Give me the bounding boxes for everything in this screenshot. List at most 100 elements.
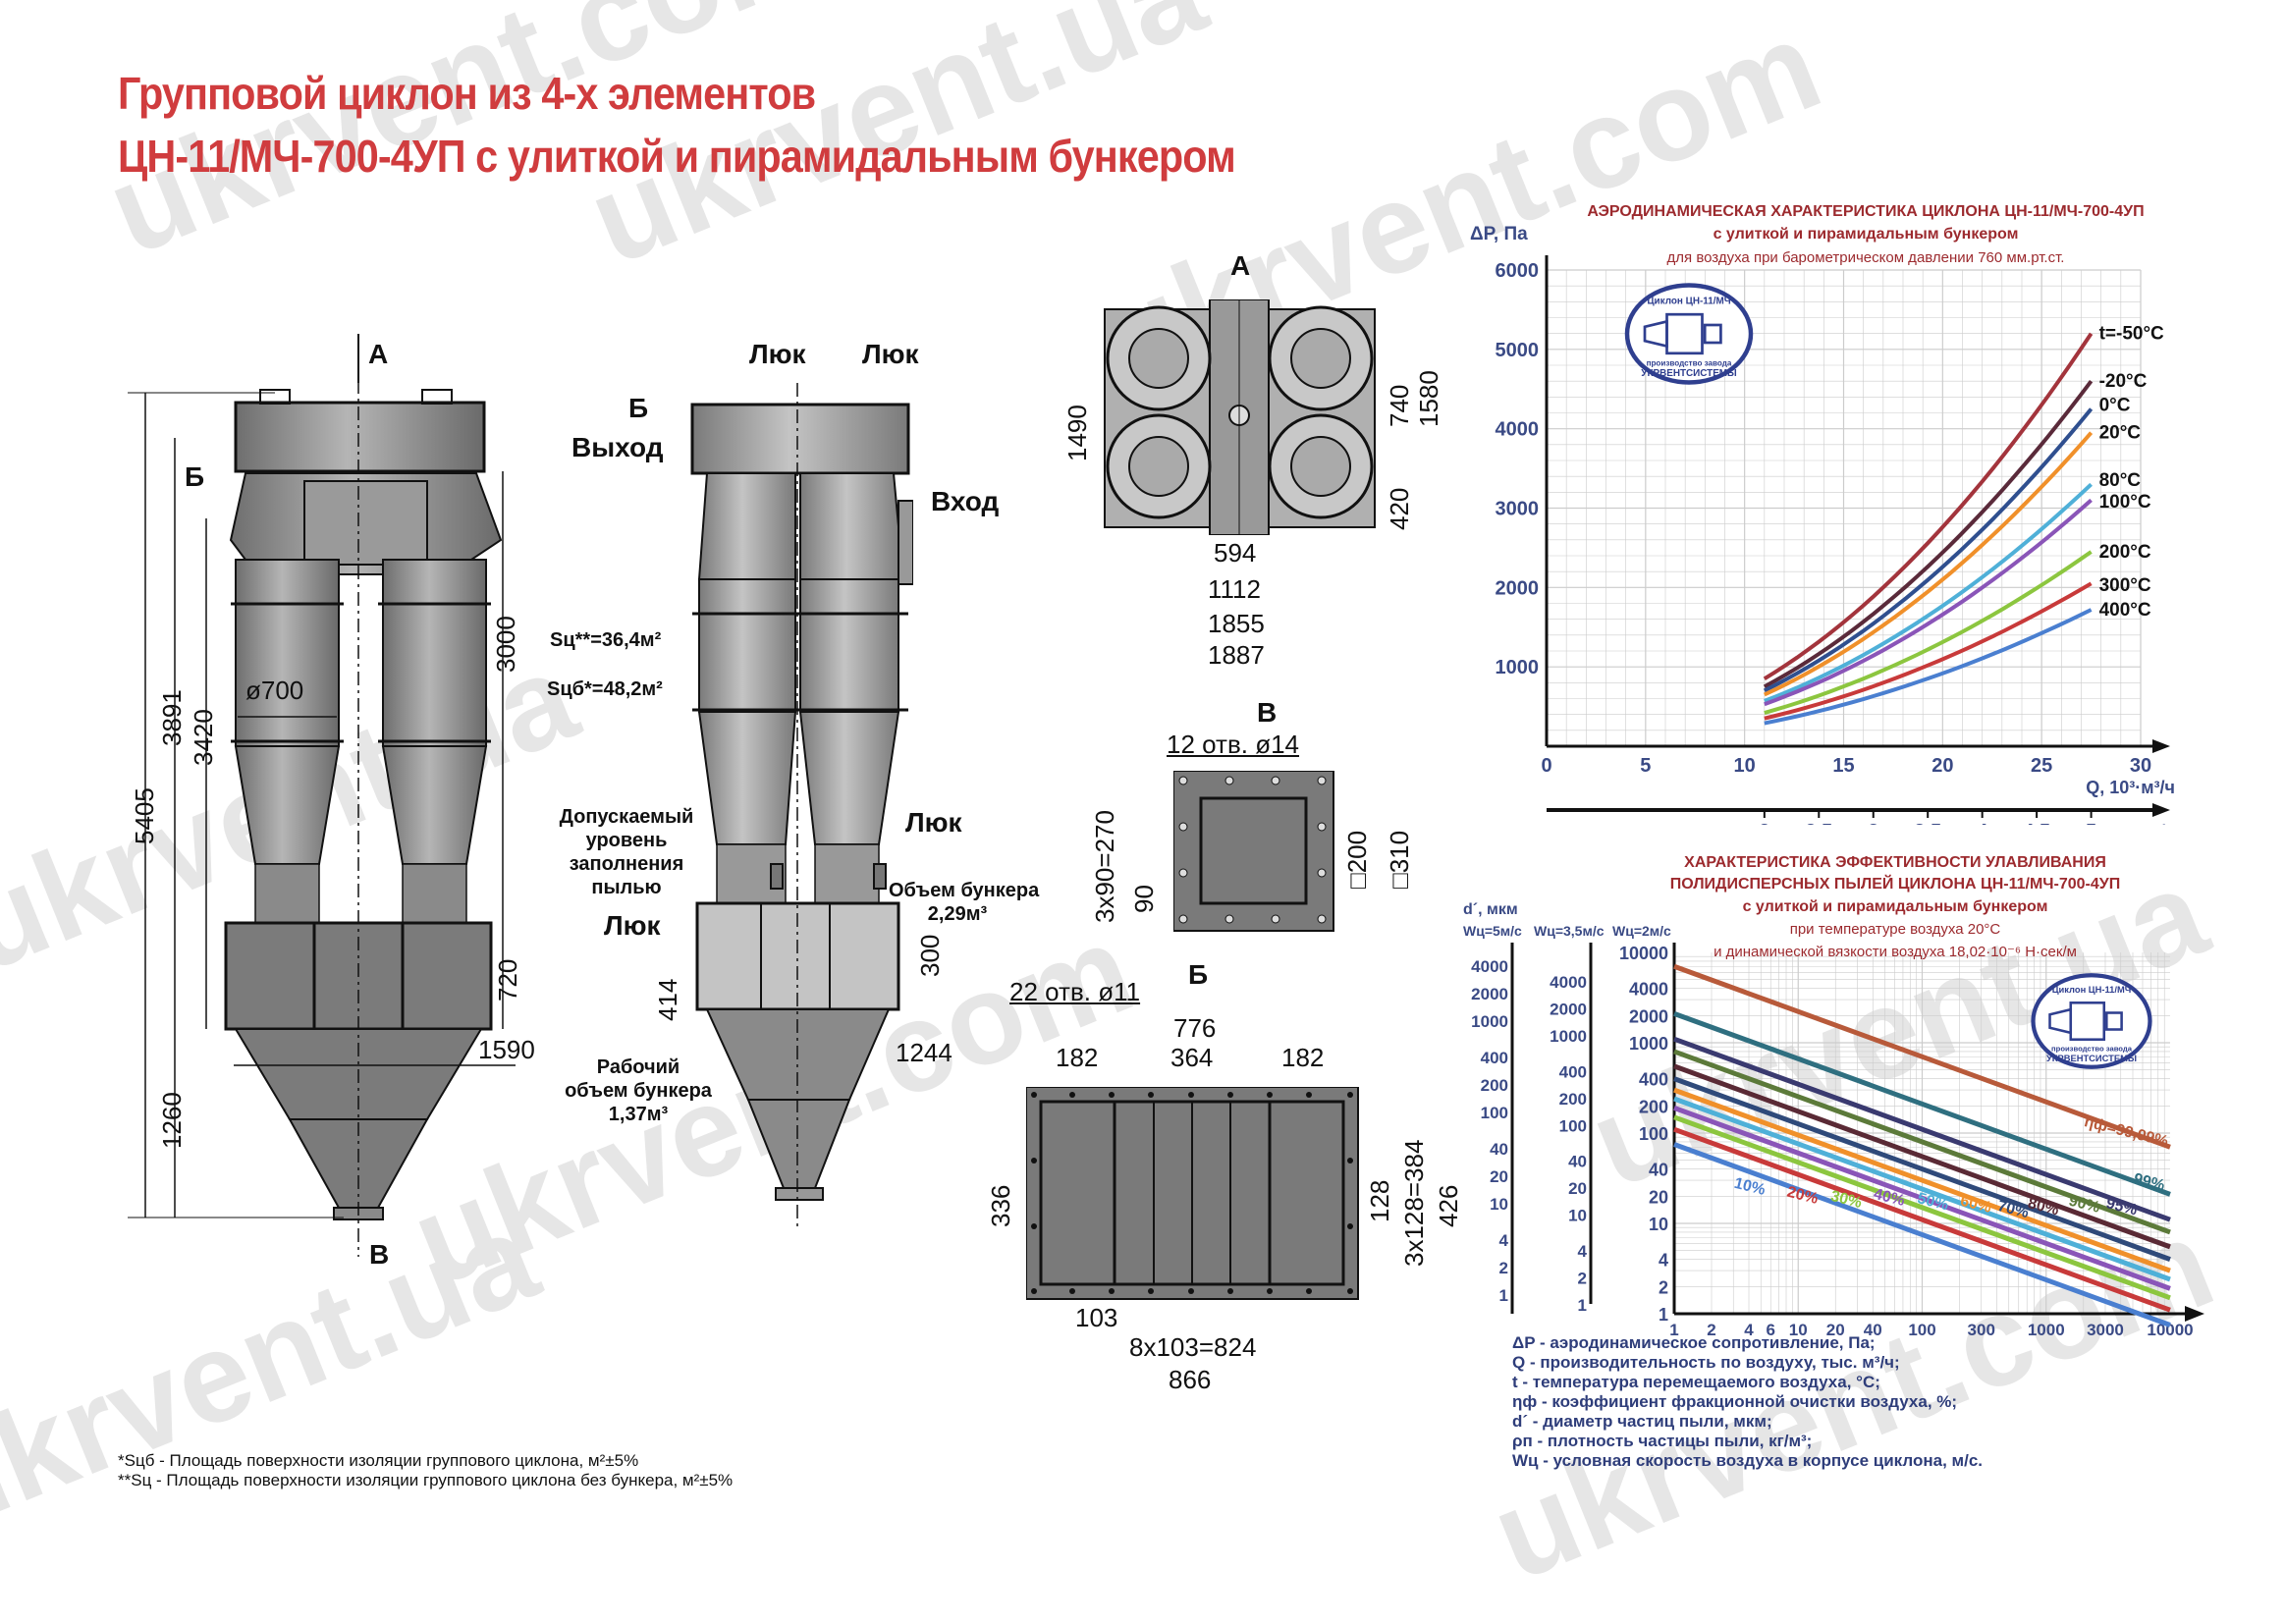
svg-text:0°C: 0°C — [2099, 395, 2131, 415]
svg-text:4000: 4000 — [1496, 419, 1540, 441]
view-v-title: В — [1257, 697, 1278, 728]
aero-curve — [1763, 332, 2094, 680]
svg-text:2: 2 — [1659, 1277, 1668, 1297]
hatch-label-3: Люк — [905, 807, 962, 838]
svg-text:95%: 95% — [2104, 1195, 2139, 1218]
dim-594: 594 — [1214, 538, 1257, 568]
svg-text:5: 5 — [1640, 755, 1651, 777]
dim-740: 740 — [1385, 384, 1414, 427]
svg-text:2000: 2000 — [1629, 1006, 1668, 1026]
efficiency-line — [1673, 1096, 2171, 1282]
dim-1855: 1855 — [1208, 609, 1265, 638]
dim-300: 300 — [915, 934, 945, 977]
view-a-drawing — [1104, 299, 1376, 535]
efficiency-line — [1673, 1126, 2171, 1313]
svg-text:30%: 30% — [1829, 1188, 1864, 1212]
svg-text:10: 10 — [1789, 1321, 1808, 1335]
dust-level-note: Допускаемый уровень заполнения пылью — [548, 805, 705, 899]
dim-90: 90 — [1129, 885, 1159, 913]
svg-text:производство завода: производство завода — [2051, 1045, 2133, 1054]
svg-text:1: 1 — [1578, 1296, 1587, 1315]
svg-text:2: 2 — [1578, 1270, 1587, 1288]
svg-text:t=-50°C: t=-50°C — [2099, 324, 2164, 345]
legend-line: Wц - условная скорость воздуха в корпусе… — [1512, 1451, 1983, 1470]
svg-text:ηф=99,99%: ηф=99,99% — [2083, 1113, 2170, 1151]
footnote: *Sцб - Площадь поверхности изоляции груп… — [118, 1451, 639, 1470]
svg-text:10000: 10000 — [2147, 1321, 2193, 1335]
svg-text:1: 1 — [1669, 1321, 1678, 1335]
svg-text:1000: 1000 — [1629, 1034, 1668, 1054]
aero-chart-subtitle2: для воздуха при барометрическом давлении… — [1666, 249, 2065, 266]
svg-text:100: 100 — [1481, 1104, 1508, 1122]
eff-chart-title: ХАРАКТЕРИСТИКА ЭФФЕКТИВНОСТИ УЛАВЛИВАНИЯ — [1684, 854, 2106, 871]
svg-text:20: 20 — [1931, 755, 1953, 777]
hopper-volume-line: 2,29м³ — [927, 903, 988, 925]
view-v-marker: В — [369, 1239, 390, 1270]
view-b-title: Б — [1188, 959, 1209, 990]
aero-curve — [1763, 407, 2094, 693]
svg-text:4: 4 — [1499, 1231, 1509, 1250]
legend-line: t - температура перемещаемого воздуха, °… — [1512, 1373, 1880, 1391]
svg-text:1000: 1000 — [1496, 657, 1540, 678]
footnotes: *Sцб - Площадь поверхности изоляции груп… — [118, 1451, 733, 1490]
aero-chart-ylabel: ΔP, Па — [1470, 224, 1528, 244]
footnote: **Sц - Площадь поверхности изоляции груп… — [118, 1471, 734, 1489]
svg-text:15: 15 — [1832, 755, 1854, 777]
svg-text:25: 25 — [2031, 755, 2052, 777]
svg-text:10: 10 — [1490, 1195, 1508, 1214]
svg-text:5: 5 — [2086, 821, 2096, 825]
dim-3000: 3000 — [491, 616, 520, 673]
svg-text:10000: 10000 — [1619, 944, 1668, 963]
eff-chart-subtitle2: при температуре воздуха 20°C — [1789, 921, 2001, 938]
svg-text:200: 200 — [1481, 1076, 1508, 1095]
svg-text:1: 1 — [1499, 1286, 1508, 1305]
svg-text:-20°C: -20°C — [2099, 371, 2148, 392]
hatch-label-2: Люк — [862, 339, 919, 369]
dim-1112: 1112 — [1208, 574, 1261, 604]
eff-chart-ylabel: d´, мкм — [1463, 901, 1518, 918]
svg-text:40: 40 — [1649, 1161, 1668, 1180]
eff-axis-label-2: Wц=2м/с — [1612, 923, 1671, 939]
svg-text:4: 4 — [1977, 821, 1988, 825]
svg-text:99%: 99% — [2132, 1170, 2166, 1194]
dim-3x90: 3х90=270 — [1090, 810, 1119, 923]
svg-text:Циклон ЦН-11/МЧ: Циклон ЦН-11/МЧ — [2052, 985, 2132, 995]
dim-1490: 1490 — [1062, 405, 1092, 461]
svg-text:20: 20 — [1568, 1179, 1587, 1198]
svg-text:200: 200 — [1559, 1090, 1587, 1109]
svg-text:4000: 4000 — [1471, 957, 1508, 976]
legend-line: d´ - диаметр частиц пыли, мкм; — [1512, 1412, 1772, 1431]
efficiency-line — [1673, 1087, 2171, 1273]
dim-1887: 1887 — [1208, 640, 1265, 670]
view-v-holes: 12 отв. ø14 — [1167, 730, 1300, 759]
working-volume-line: Рабочий — [596, 1056, 680, 1078]
working-volume-line: 1,37м³ — [608, 1104, 669, 1125]
view-v-drawing — [1173, 771, 1334, 932]
svg-text:40: 40 — [1864, 1321, 1882, 1335]
svg-text:2000: 2000 — [1496, 577, 1540, 599]
aero-curve — [1764, 482, 2093, 703]
efficiency-line — [1673, 1076, 2171, 1262]
hopper-volume-line: Объем бункера — [889, 880, 1040, 901]
eff-chart-subtitle3: и динамической вязкости воздуха 18,02·10… — [1714, 944, 2077, 960]
dim-776: 776 — [1173, 1013, 1217, 1043]
view-b-marker: Б — [185, 461, 205, 492]
dim-diameter: ø700 — [245, 676, 304, 705]
aero-chart-title: АЭРОДИНАМИЧЕСКАЯ ХАРАКТЕРИСТИКА ЦИКЛОНА … — [1587, 203, 2145, 220]
view-b-drawing — [1026, 1087, 1359, 1300]
svg-text:400: 400 — [1639, 1070, 1668, 1090]
aero-curve — [1764, 498, 2093, 707]
view-a-title: А — [1230, 250, 1251, 281]
svg-text:Wц, м/с: Wц, м/с — [2110, 822, 2175, 825]
svg-text:100: 100 — [1908, 1321, 1935, 1335]
svg-text:5000: 5000 — [1496, 340, 1540, 361]
hopper-volume-note: Объем бункера 2,29м³ — [889, 879, 1040, 926]
dim-103: 103 — [1075, 1303, 1118, 1332]
legend-line: ΔP - аэродинамическое сопротивление, Па; — [1512, 1333, 1876, 1352]
svg-text:1: 1 — [1659, 1305, 1668, 1325]
efficiency-line — [1673, 1114, 2171, 1301]
dim-364: 364 — [1170, 1043, 1214, 1072]
svg-text:2,5: 2,5 — [1805, 821, 1832, 825]
